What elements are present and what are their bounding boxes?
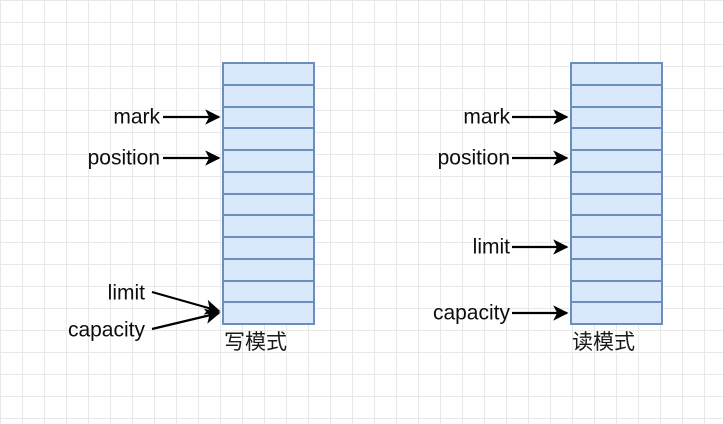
buffer-cell <box>572 107 661 130</box>
buffer-cell <box>224 216 313 238</box>
buffer-cell <box>572 172 661 195</box>
buffer-cell <box>572 194 661 217</box>
buffer-cell <box>224 64 313 86</box>
buffer-cell <box>572 85 661 108</box>
buffer-column-read-mode <box>570 62 663 325</box>
arrow-capacity-write <box>151 308 221 331</box>
pointer-label-capacity-write: capacity <box>67 318 145 342</box>
buffer-cell <box>224 194 313 217</box>
buffer-column-write-mode <box>222 62 315 325</box>
buffer-cell <box>572 129 661 151</box>
buffer-cell <box>224 129 313 151</box>
buffer-cell <box>224 172 313 195</box>
buffer-cell <box>572 238 661 260</box>
pointer-label-mark-read: mark <box>463 105 510 129</box>
pointer-label-limit-read: limit <box>472 235 510 259</box>
buffer-cell <box>224 107 313 130</box>
buffer-cell <box>224 85 313 108</box>
arrow-limit-write <box>151 290 221 315</box>
buffer-cell <box>572 151 661 173</box>
buffer-cell <box>224 281 313 304</box>
buffer-cell <box>572 64 661 86</box>
buffer-cell <box>224 151 313 173</box>
buffer-cell <box>572 303 661 323</box>
caption-read-mode: 读模式 <box>572 330 635 354</box>
buffer-cell <box>224 259 313 282</box>
pointer-label-mark-write: mark <box>113 105 160 129</box>
pointer-label-position-read: position <box>437 146 510 170</box>
pointer-label-capacity-read: capacity <box>432 301 510 325</box>
buffer-cell <box>572 259 661 282</box>
caption-write-mode: 写模式 <box>224 330 287 354</box>
buffer-cell <box>224 238 313 260</box>
buffer-cell <box>224 303 313 323</box>
buffer-cell <box>572 281 661 304</box>
pointer-label-position-write: position <box>87 146 160 170</box>
pointer-label-limit-write: limit <box>107 281 145 305</box>
buffer-cell <box>572 216 661 238</box>
